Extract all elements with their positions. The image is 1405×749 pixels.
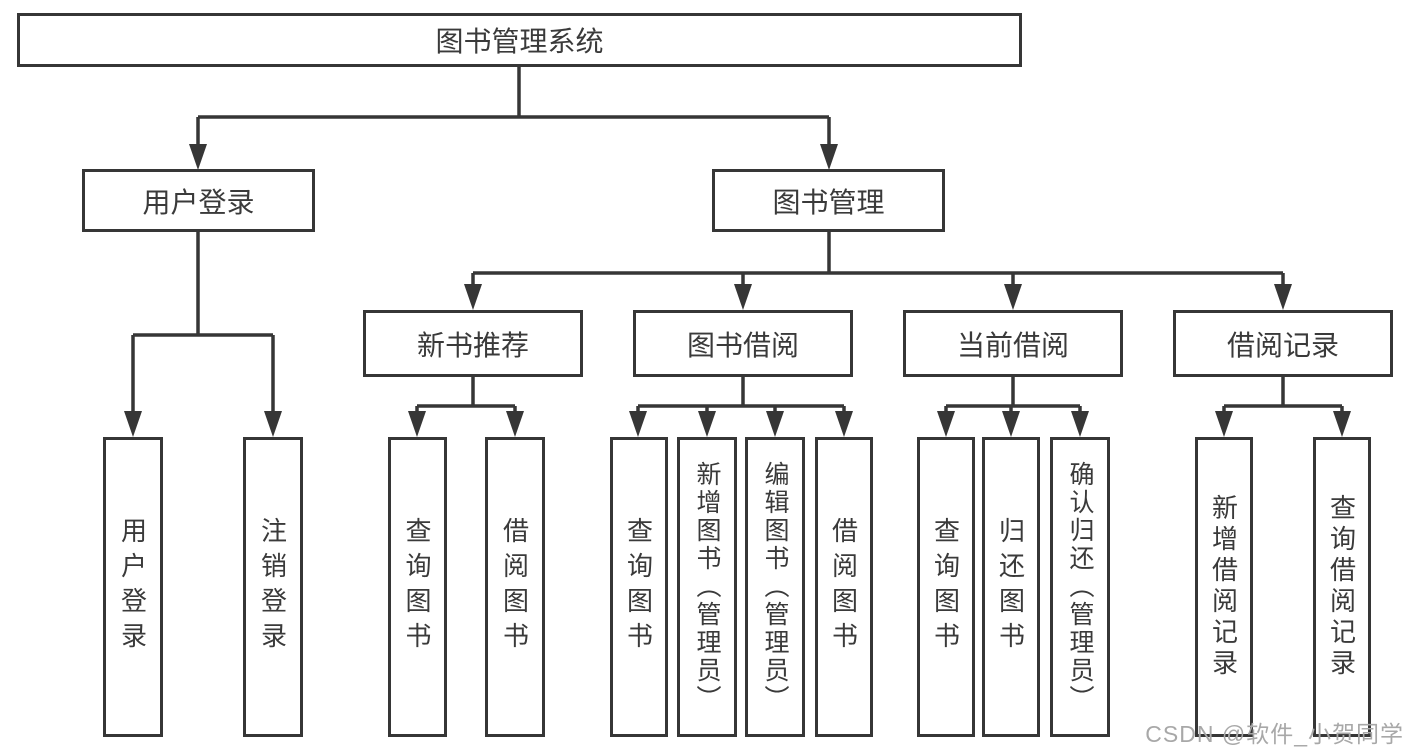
leaf-label: 借阅图书 [499,517,530,657]
connectors-root [189,67,838,170]
node-book-borrow: 图书借阅 [633,310,853,377]
leaf-label: 归还图书 [995,517,1026,657]
leaf-label: 借阅图书 [828,517,859,657]
connectors-book-borrow [629,377,853,437]
leaf-query-borrow-record: 查询借阅记录 [1313,437,1371,737]
node-library-system: 图书管理系统 [17,13,1022,67]
csdn-watermark: CSDN @软件_小贺同学 [1145,721,1404,747]
leaf-label: 查询图书 [930,517,961,657]
leaf-label: 查询图书 [623,517,654,657]
node-label: 借阅记录 [1226,329,1339,361]
node-book-management: 图书管理 [712,169,945,232]
leaf-label: 用户登录 [117,517,148,657]
leaf-user-login: 用户登录 [103,437,163,737]
connectors-borrow-records [1215,377,1351,437]
connectors-current-borrow [937,377,1089,437]
leaf-borrow-books: 借阅图书 [815,437,873,737]
leaf-logout: 注销登录 [243,437,303,737]
node-user-login: 用户登录 [82,169,315,232]
leaf-label: 确认归还（管理员） [1066,461,1094,713]
node-new-book-recommend: 新书推荐 [363,310,583,377]
leaf-label: 注销登录 [257,517,288,657]
leaf-query-books-current: 查询图书 [917,437,975,737]
leaf-label: 查询图书 [402,517,432,657]
leaf-return-books: 归还图书 [982,437,1040,737]
leaf-edit-books-admin: 编辑图书（管理员） [745,437,805,737]
leaf-add-books-admin: 新增图书（管理员） [677,437,737,737]
node-label: 图书管理 [772,186,885,218]
node-label: 当前借阅 [956,329,1069,361]
node-label: 图书借阅 [686,329,799,361]
node-borrow-records: 借阅记录 [1173,310,1393,377]
leaf-label: 编辑图书（管理员） [761,461,789,713]
leaf-label: 新增图书（管理员） [693,461,721,713]
leaf-confirm-return-admin: 确认归还（管理员） [1050,437,1110,737]
leaf-label: 新增借阅记录 [1208,494,1239,680]
leaf-query-books-borrow: 查询图书 [610,437,668,737]
node-label: 图书管理系统 [435,26,604,57]
connectors-user-login [124,232,282,437]
connectors-book-management [464,232,1292,310]
leaf-borrow-books-recommend: 借阅图书 [485,437,545,737]
connectors-new-book [408,377,524,437]
leaf-add-borrow-record: 新增借阅记录 [1195,437,1253,737]
node-current-borrow: 当前借阅 [903,310,1123,377]
node-label: 用户登录 [142,186,255,218]
leaf-query-books-recommend: 查询图书 [388,437,447,737]
leaf-label: 查询借阅记录 [1326,494,1357,680]
node-label: 新书推荐 [416,329,529,361]
